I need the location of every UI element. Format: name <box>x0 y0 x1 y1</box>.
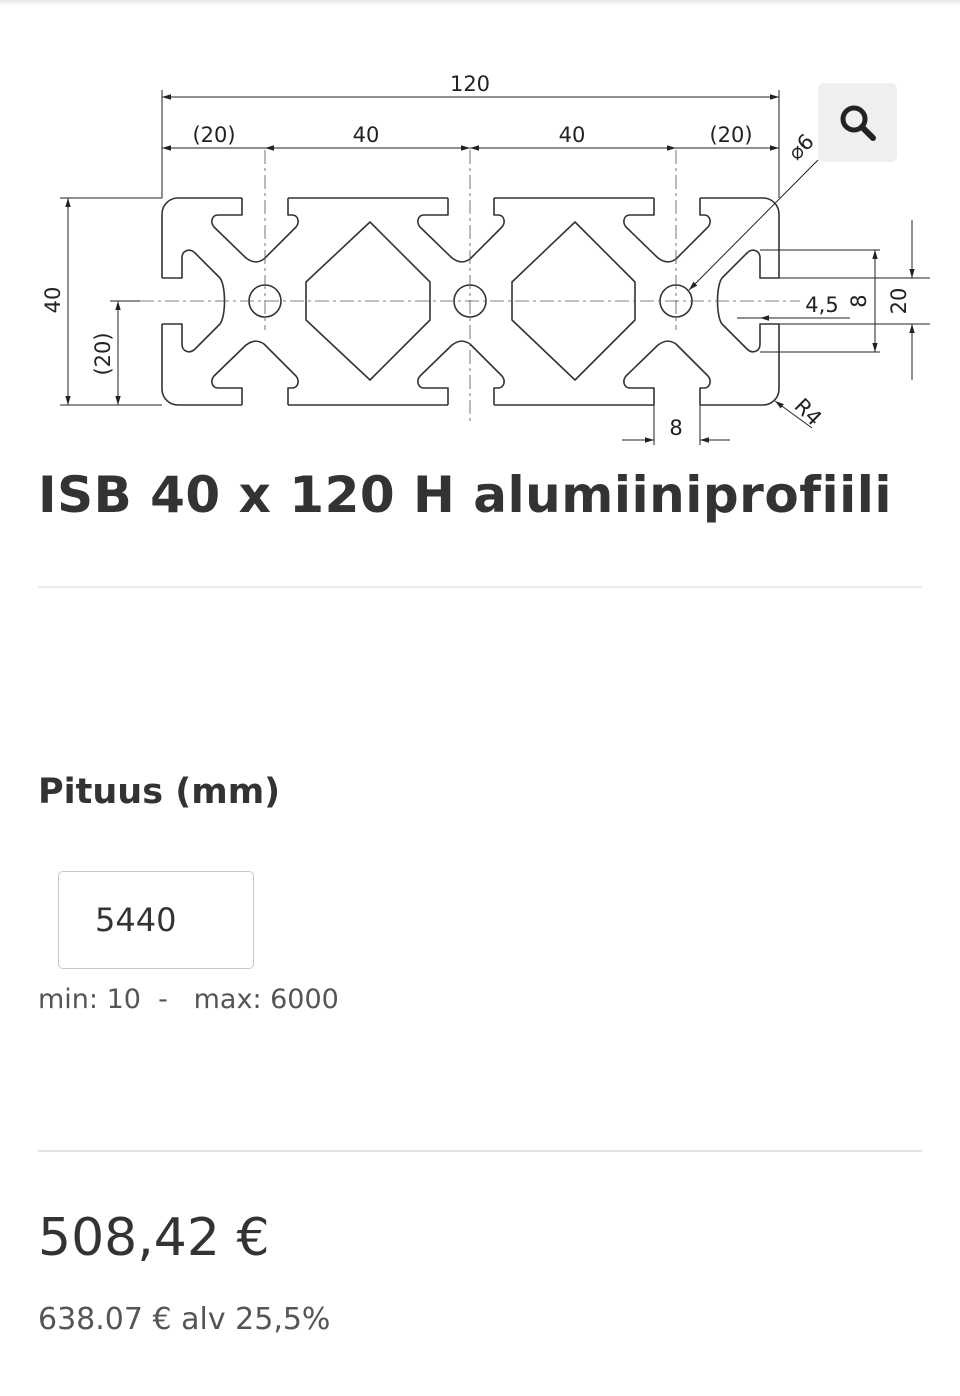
product-title: ISB 40 x 120 H alumiiniprofiili <box>38 466 893 524</box>
length-label: Pituus (mm) <box>38 772 281 812</box>
dimension-lines <box>60 90 930 445</box>
price-with-vat: 638.07 € alv 25,5% <box>38 1302 331 1337</box>
price: 508,42 € <box>38 1208 270 1268</box>
dim-slot-width-vertical: 8 <box>847 294 871 307</box>
profile-outline <box>157 194 784 409</box>
dim-height: 40 <box>41 287 65 314</box>
dim-end-right: (20) <box>709 123 752 147</box>
length-input[interactable] <box>58 871 254 969</box>
range-separator: - <box>158 984 168 1015</box>
divider <box>38 586 922 588</box>
dim-center-left: 40 <box>353 123 380 147</box>
divider <box>38 1150 922 1152</box>
dim-slot-width-bottom: 8 <box>669 416 682 440</box>
zoom-button[interactable] <box>818 83 897 162</box>
dim-overall-width: 120 <box>450 72 490 96</box>
length-max: max: 6000 <box>193 984 339 1015</box>
dim-radius: R4 <box>790 394 827 431</box>
length-min: min: 10 <box>38 984 141 1015</box>
dim-center-right: 40 <box>559 123 586 147</box>
dim-end-left: (20) <box>192 123 235 147</box>
search-icon <box>840 105 876 141</box>
dim-half-height: (20) <box>91 332 115 375</box>
length-range-hint: min: 10 - max: 6000 <box>38 984 339 1015</box>
dim-slot-depth: 4,5 <box>805 293 838 317</box>
top-shadow <box>0 0 960 6</box>
centerlines <box>140 150 800 425</box>
dim-side-height: 20 <box>887 288 911 315</box>
dim-hole-diameter: ⌀6 <box>783 129 818 164</box>
profile-drawing[interactable]: 120 (20) 40 40 (20) 40 (20) ⌀6 4,5 8 20 … <box>0 40 960 450</box>
